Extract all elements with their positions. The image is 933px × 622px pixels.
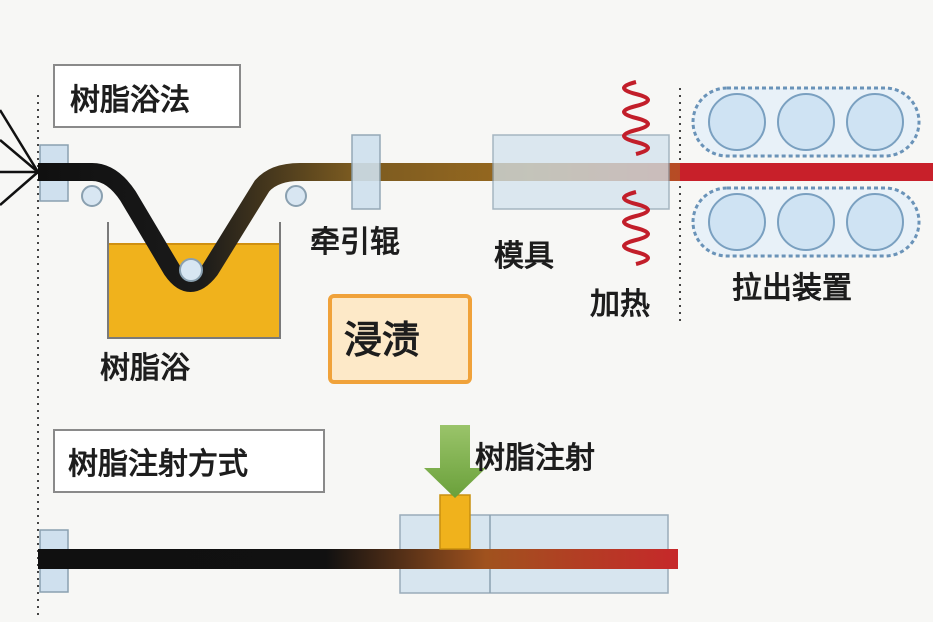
pull-roller-block: [351, 134, 381, 210]
resin-bath-method-title: 树脂浴法: [70, 83, 190, 118]
injection-port: [439, 494, 471, 550]
injection-arrow-icon: [424, 425, 486, 498]
puller-track-top: [691, 86, 921, 158]
puller-label: 拉出装置: [732, 271, 852, 306]
fiber-path-top: [38, 163, 933, 292]
fiber-strands: [0, 109, 40, 206]
cured-profile: [680, 163, 933, 181]
impregnation-badge: 浸渍: [328, 294, 472, 384]
guide-roller-left: [81, 185, 103, 207]
impregnation-label: 浸渍: [344, 318, 420, 362]
heating-label: 加热: [590, 287, 650, 322]
resin-injection-method-title: 树脂注射方式: [68, 447, 248, 482]
heating-coil-bottom-icon: [622, 190, 650, 266]
resin-bath-walls: [107, 222, 281, 339]
guide-roller-right: [285, 185, 307, 207]
guide-roller-bath: [179, 258, 203, 282]
resin-injection-method-box: 树脂注射方式: [53, 429, 325, 493]
heating-coil-top-icon: [622, 80, 650, 156]
resin-bath-label: 树脂浴: [100, 351, 191, 386]
resin-injection-label: 树脂注射: [475, 441, 595, 476]
resin-bath-method-box: 树脂浴法: [53, 64, 241, 128]
puller-track-bottom: [691, 186, 921, 258]
pull-roller-label: 牵引辊: [310, 225, 400, 260]
bottom-fiber-path: [38, 549, 678, 569]
die-label: 模具: [494, 239, 554, 274]
